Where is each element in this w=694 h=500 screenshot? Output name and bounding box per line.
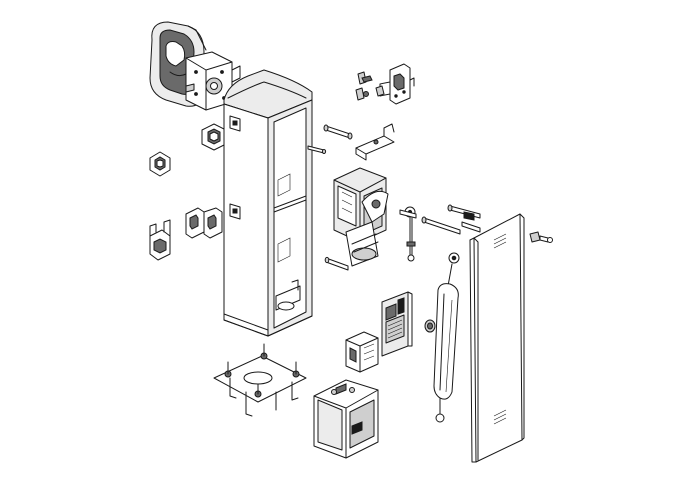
small-fasteners [355, 71, 385, 101]
cam-bracket [355, 123, 395, 161]
gearmotor [324, 167, 389, 271]
anchor-plate [213, 343, 307, 417]
control-box [313, 379, 379, 459]
square-bracket-upper [201, 123, 227, 151]
control-board [381, 291, 413, 357]
double-bracket [185, 207, 223, 239]
cabinet-column [223, 69, 313, 337]
shaft-pin [323, 124, 353, 140]
transformer [345, 331, 379, 373]
inspection-door [469, 213, 525, 463]
pivot-pins [421, 204, 481, 235]
limit-switch-assembly [379, 63, 415, 105]
cable-gland [424, 319, 436, 333]
arm-mounting-plate [185, 51, 241, 111]
angle-bracket-left [149, 219, 171, 261]
lock-key [529, 231, 553, 243]
pin-left [307, 145, 327, 154]
square-bracket-left [149, 151, 171, 177]
connecting-rod [399, 206, 417, 262]
balancing-spring [433, 252, 460, 423]
